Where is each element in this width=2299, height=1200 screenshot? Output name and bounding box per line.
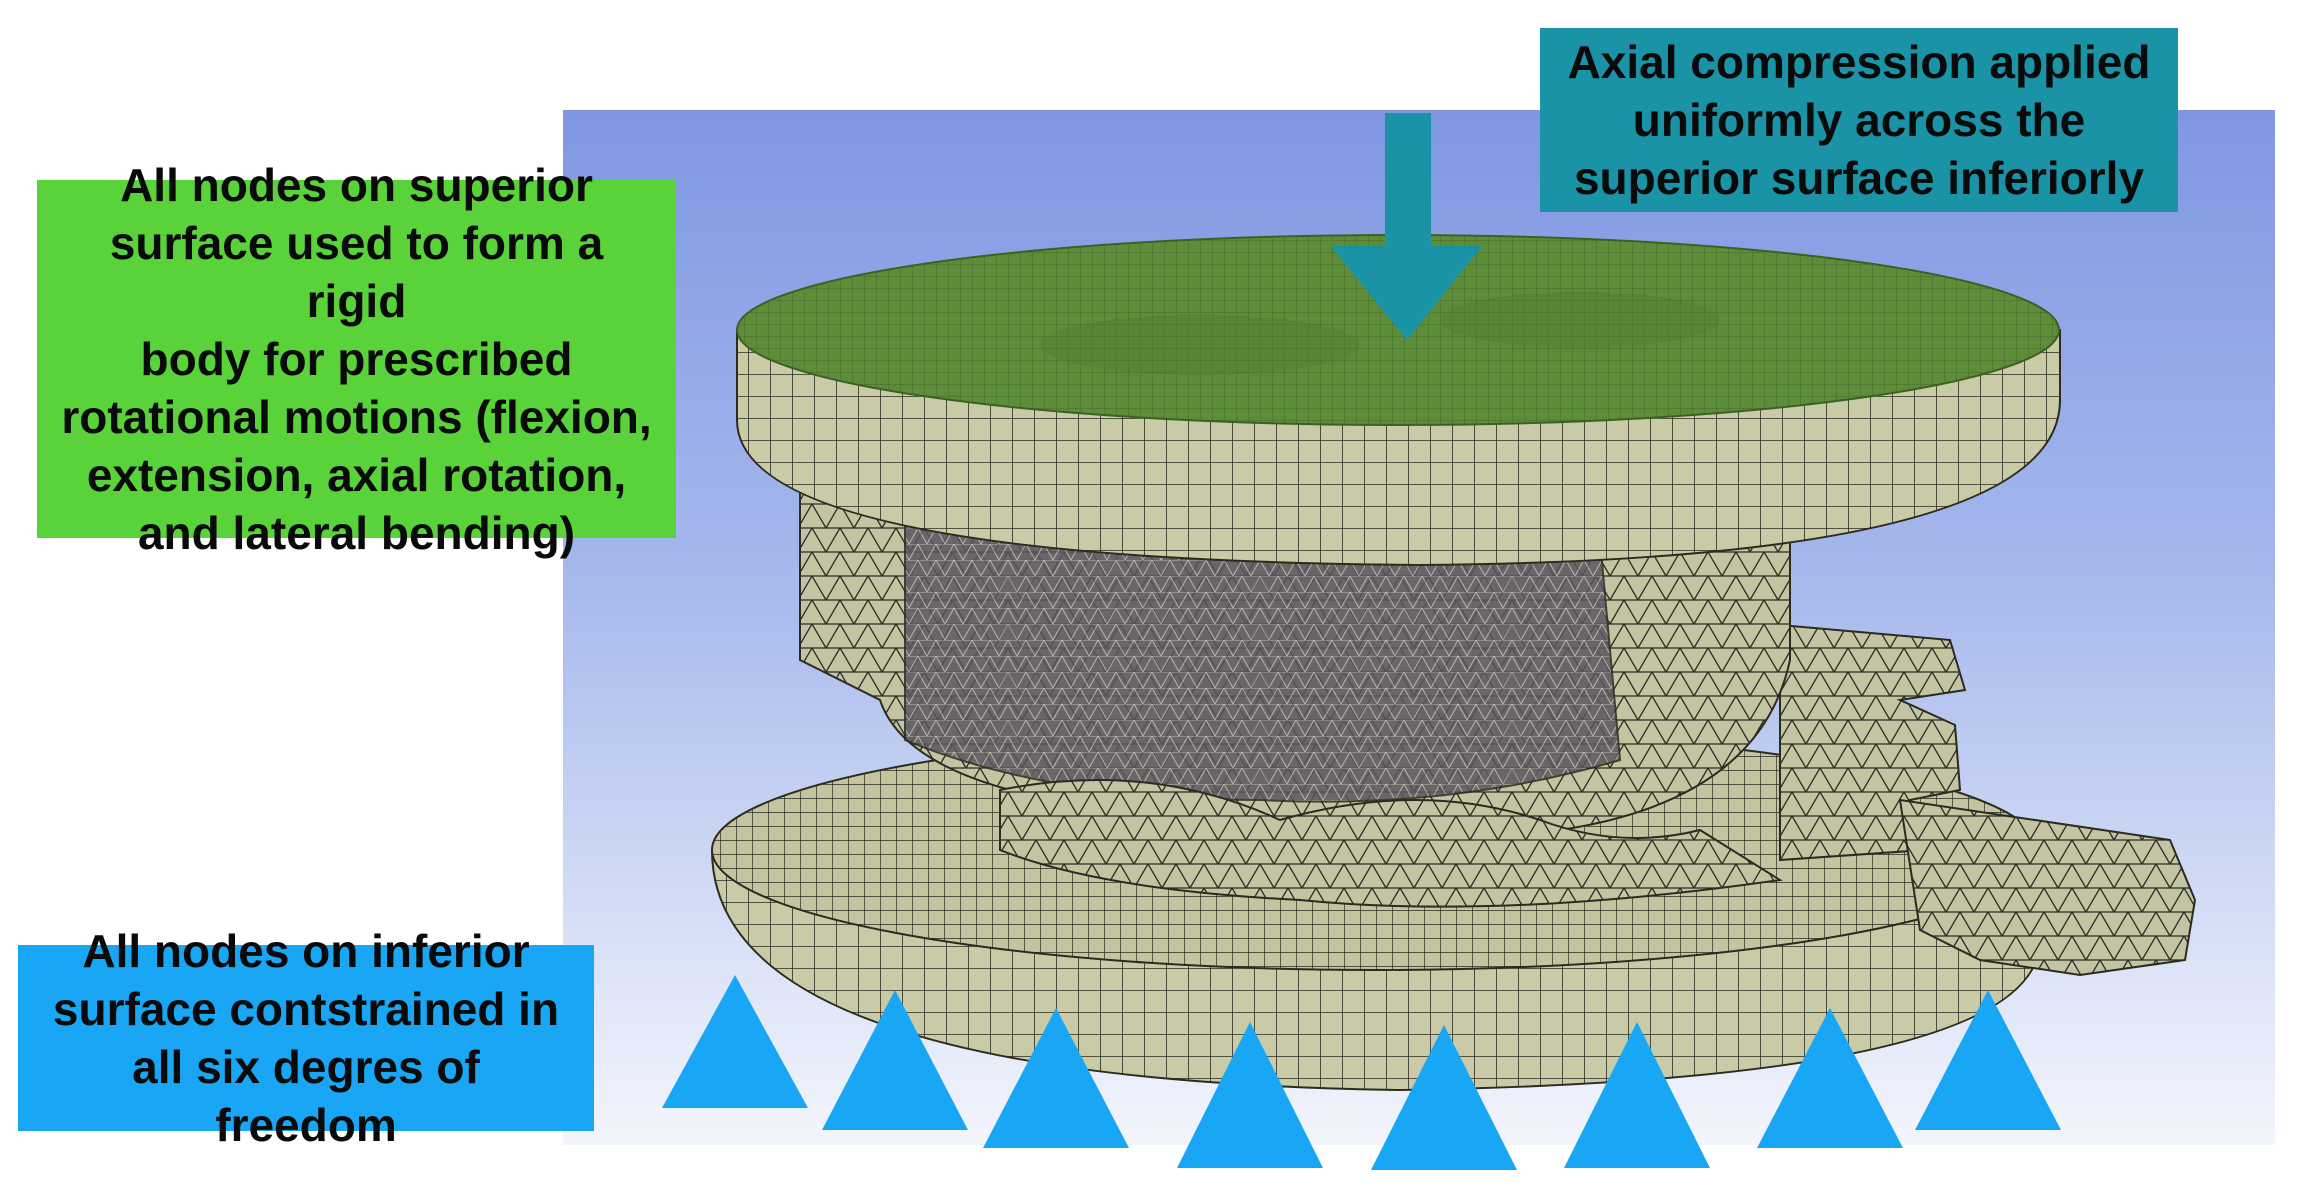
callout-line: extension, axial rotation, [86, 449, 627, 501]
callout-line: superior surface inferiorly [1573, 152, 2145, 204]
posterior-elements [1779, 623, 2197, 977]
axial-compression-callout: Axial compression applied uniformly acro… [1540, 28, 2178, 212]
constraint-triangle [822, 990, 968, 1130]
callout-line: rotational motions (flexion, [61, 391, 652, 443]
constraint-triangle [1915, 990, 2061, 1130]
callout-line: and lateral bending) [137, 507, 576, 559]
callout-line: surface used to form a rigid [109, 217, 604, 327]
superior-endplate [736, 234, 2061, 567]
constraint-triangle [1564, 1022, 1710, 1168]
callout-line: surface contstrained in [52, 983, 560, 1035]
load-arrow [1330, 113, 1483, 340]
callout-line: All nodes on superior [120, 159, 593, 211]
constraint-triangle [1177, 1022, 1323, 1168]
constraint-markers [662, 975, 2061, 1170]
superior-surface-callout: All nodes on superior surface used to fo… [37, 159, 676, 559]
callout-line: All nodes on inferior [82, 925, 530, 977]
callout-line: all six degres of freedom [132, 1041, 480, 1151]
callout-line: Axial compression applied [1567, 36, 2151, 88]
constraint-triangle [983, 1008, 1129, 1148]
inferior-surface-callout: All nodes on inferior surface contstrain… [18, 925, 594, 1151]
callout-line: body for prescribed [140, 333, 573, 385]
constraint-triangle [1371, 1025, 1517, 1170]
callout-line: uniformly across the [1632, 94, 2086, 146]
constraint-triangle [662, 975, 808, 1108]
constraint-triangle [1757, 1008, 1903, 1148]
